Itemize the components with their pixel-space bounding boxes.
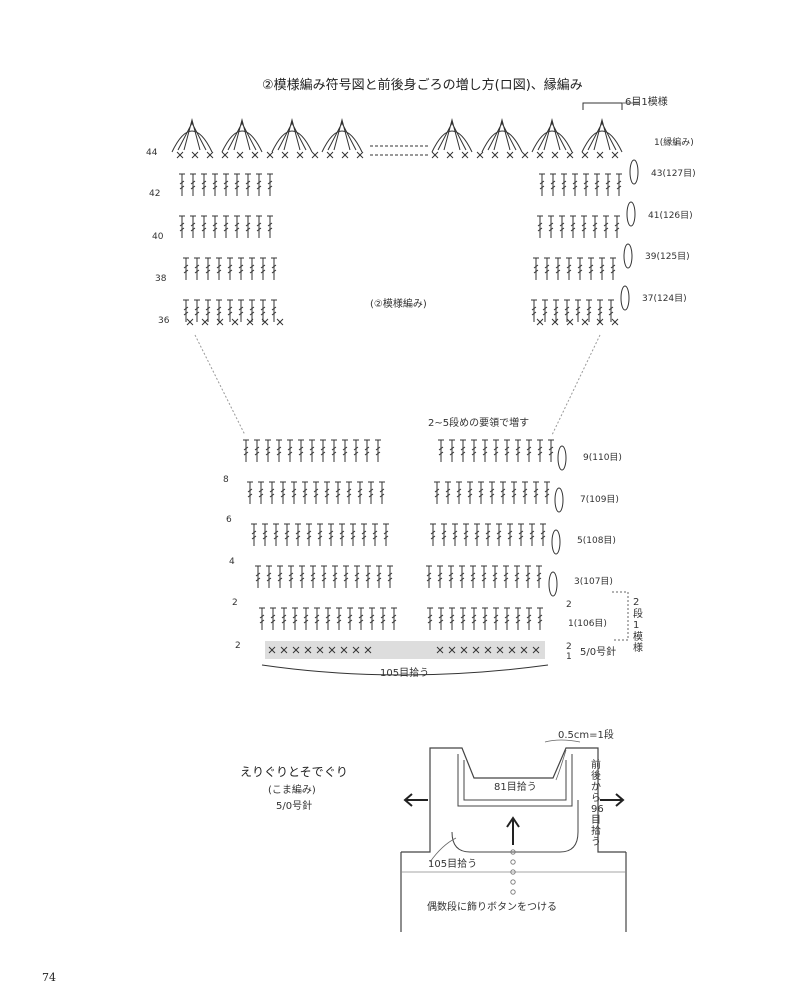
row-label: 5(108目) — [577, 536, 616, 546]
bottom-chart — [242, 439, 629, 676]
row-label: 2 — [566, 642, 572, 652]
row-label: 7(109目) — [580, 495, 619, 505]
row-label: 2 — [232, 598, 238, 608]
row-label: 43(127目) — [651, 169, 696, 179]
decorative-button-dots — [510, 849, 516, 895]
page-number: 74 — [42, 971, 56, 984]
neck-armhole-schematic — [400, 739, 627, 932]
pick-96-label: 前後から96目拾う — [591, 760, 604, 848]
neck-needle: 5/0号針 — [276, 801, 313, 812]
row-label: 36 — [158, 316, 170, 326]
row-label: 42 — [149, 189, 161, 199]
row-label: 38 — [155, 274, 167, 284]
pick-105-label: 105目拾う — [428, 859, 478, 870]
row-label: 1(106目) — [568, 619, 607, 629]
top-left-block — [171, 118, 601, 436]
row-label: 2 — [235, 641, 241, 651]
neck-title: えりぐりとそでぐり — [240, 765, 348, 779]
row-label: 6 — [226, 515, 232, 525]
needle-label: 5/0号針 — [580, 647, 617, 658]
row-label: 37(124目) — [642, 294, 687, 304]
row-label: 9(110目) — [583, 453, 622, 463]
button-note: 偶数段に飾りボタンをつける — [427, 902, 557, 913]
row-label: 2 — [566, 600, 572, 610]
increase-note: 2~5段めの要領で増す — [428, 418, 530, 429]
repeat-label: 6目1模様 — [625, 97, 668, 108]
bracket-label: 2段1模様 — [633, 597, 643, 654]
row-label: 40 — [152, 232, 164, 242]
pickup-label: 105目拾う — [380, 668, 430, 679]
row-label: 41(126目) — [648, 211, 693, 221]
top-right-block — [431, 102, 640, 326]
row-label: 1(縁編み) — [654, 138, 694, 148]
row-label: 4 — [229, 557, 235, 567]
neck-subtitle: (こま編み) — [268, 785, 316, 796]
pattern-label: (②模様編み) — [370, 299, 427, 310]
row-label: 3(107目) — [574, 577, 613, 587]
row-label: 44 — [146, 148, 158, 158]
row-label: 1 — [566, 652, 572, 662]
row-label: 39(125目) — [645, 252, 690, 262]
gauge-label: 0.5cm=1段 — [558, 730, 614, 741]
pick-81-label: 81目拾う — [494, 782, 537, 793]
diagram-title: ②模様編み符号図と前後身ごろの増し方(ロ図)、縁編み — [262, 78, 583, 93]
row-label: 8 — [223, 475, 229, 485]
